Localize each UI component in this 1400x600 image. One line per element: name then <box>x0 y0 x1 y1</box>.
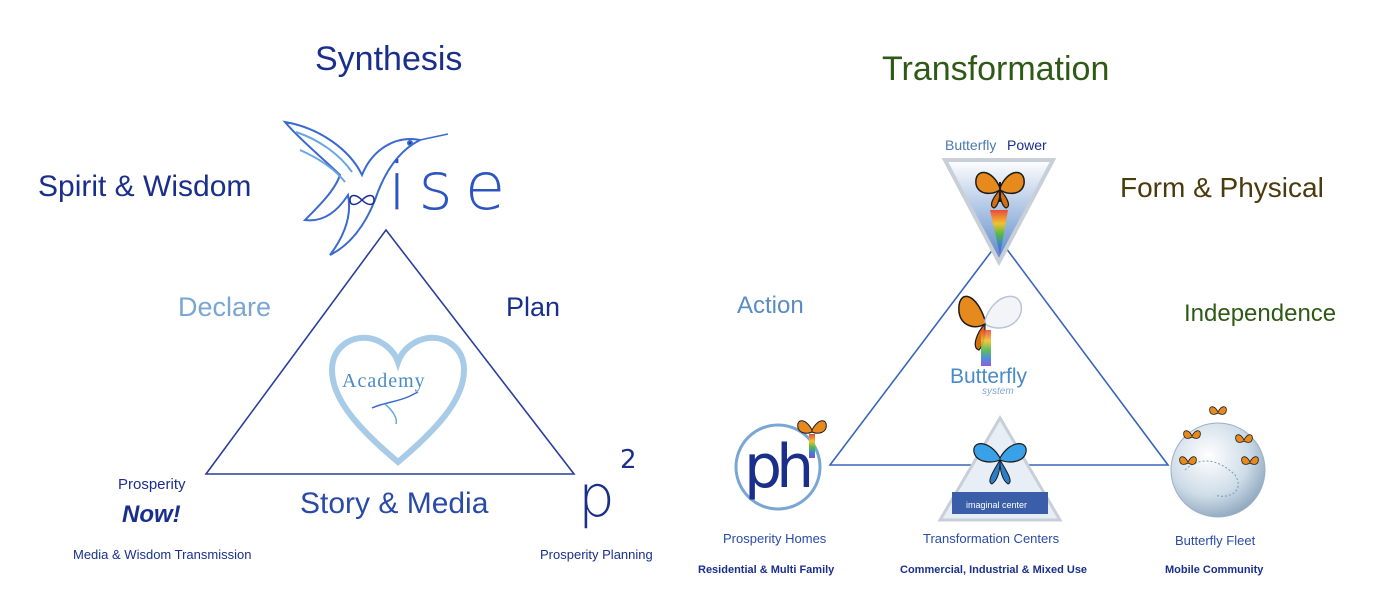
butterfly-fleet-title: Butterfly Fleet <box>1175 533 1256 548</box>
declare-label: Declare <box>178 292 272 322</box>
ph-logo-text: ph <box>744 432 814 502</box>
prosperity-homes-title: Prosperity Homes <box>723 531 827 546</box>
prosperity-now-line1: Prosperity <box>118 476 186 493</box>
synthesis-title: Synthesis <box>315 40 463 78</box>
p2-logo-sup: 2 <box>620 445 637 475</box>
butterfly-system-label: Butterfly <box>950 365 1028 388</box>
media-wisdom-caption: Media & Wisdom Transmission <box>73 547 252 562</box>
heart-icon <box>328 334 468 466</box>
transformation-centers-title: Transformation Centers <box>923 531 1060 546</box>
action-label: Action <box>737 292 804 319</box>
ise-logo-text: ise <box>388 148 518 225</box>
butterfly-power-badge <box>941 158 1057 267</box>
butterfly-system-sub: system <box>982 386 1014 397</box>
butterfly-icon <box>975 171 1025 209</box>
prosperity-now-line2: Now! <box>122 501 181 528</box>
butterfly-power-label-part2: Power <box>1007 137 1047 153</box>
transformation-title: Transformation <box>882 50 1110 88</box>
plan-label: Plan <box>506 292 561 322</box>
p2-logo-base: p <box>578 462 615 530</box>
hummingbird-icon <box>282 120 449 256</box>
form-physical-label: Form & Physical <box>1120 172 1324 203</box>
story-media-label: Story & Media <box>300 487 489 520</box>
academy-label: Academy <box>342 370 426 392</box>
independence-label: Independence <box>1184 300 1337 327</box>
butterfly-fleet-caption: Mobile Community <box>1165 564 1264 576</box>
prosperity-homes-caption: Residential & Multi Family <box>698 564 835 576</box>
butterfly-power-label-part1: Butterfly <box>945 137 997 153</box>
butterfly-system-icon <box>958 295 1022 366</box>
spirit-wisdom-label: Spirit & Wisdom <box>38 170 252 203</box>
prosperity-planning-caption: Prosperity Planning <box>540 547 653 562</box>
transformation-centers-caption: Commercial, Industrial & Mixed Use <box>900 564 1088 576</box>
globe-icon <box>1170 406 1266 518</box>
lotus-icon <box>937 415 1063 522</box>
left-triangle <box>204 228 576 475</box>
imaginal-center-badge: imaginal center <box>966 500 1028 510</box>
prosperity-homes-logo <box>734 420 827 511</box>
